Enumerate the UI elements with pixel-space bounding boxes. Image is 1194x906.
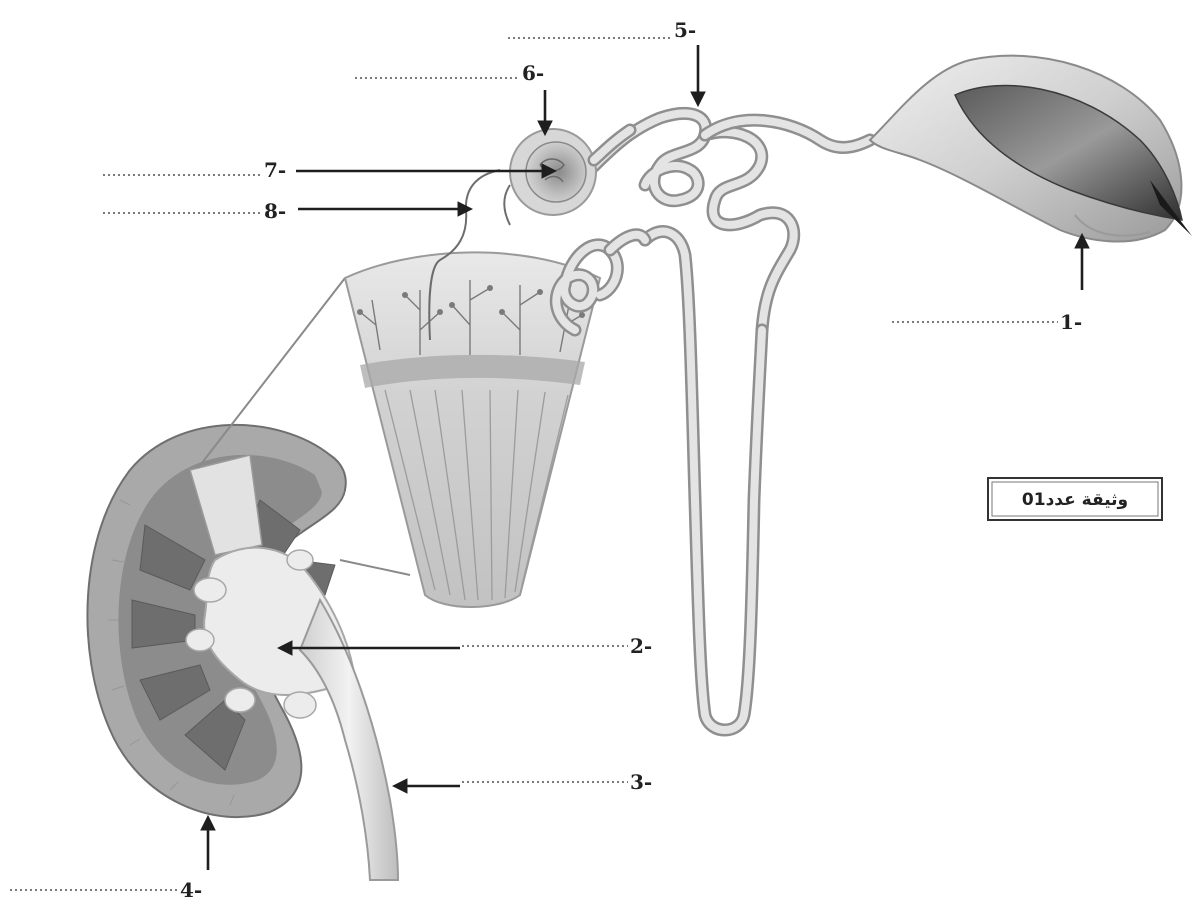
ureter (300, 600, 398, 880)
label-7-text: 7- (264, 158, 286, 182)
label-6: 6- (355, 61, 545, 133)
label-1: 1- (892, 236, 1082, 334)
label-7: 7- (103, 158, 554, 182)
label-8-text: 8- (264, 199, 286, 223)
kidney (87, 425, 398, 880)
collecting-duct (870, 56, 1192, 242)
label-5-text: 5- (674, 18, 696, 42)
document-label: وثيقة عدد01 (1022, 490, 1128, 510)
label-1-text: 1- (1060, 310, 1082, 334)
label-6-text: 6- (522, 61, 544, 85)
label-3: 3- (395, 770, 652, 794)
label-2-text: 2- (630, 634, 652, 658)
label-3-text: 3- (630, 770, 652, 794)
label-4-text: 4- (180, 878, 202, 902)
label-8: 8- (103, 199, 470, 223)
label-4: 4- (10, 818, 208, 902)
document-label-box: وثيقة عدد01 (988, 478, 1162, 520)
